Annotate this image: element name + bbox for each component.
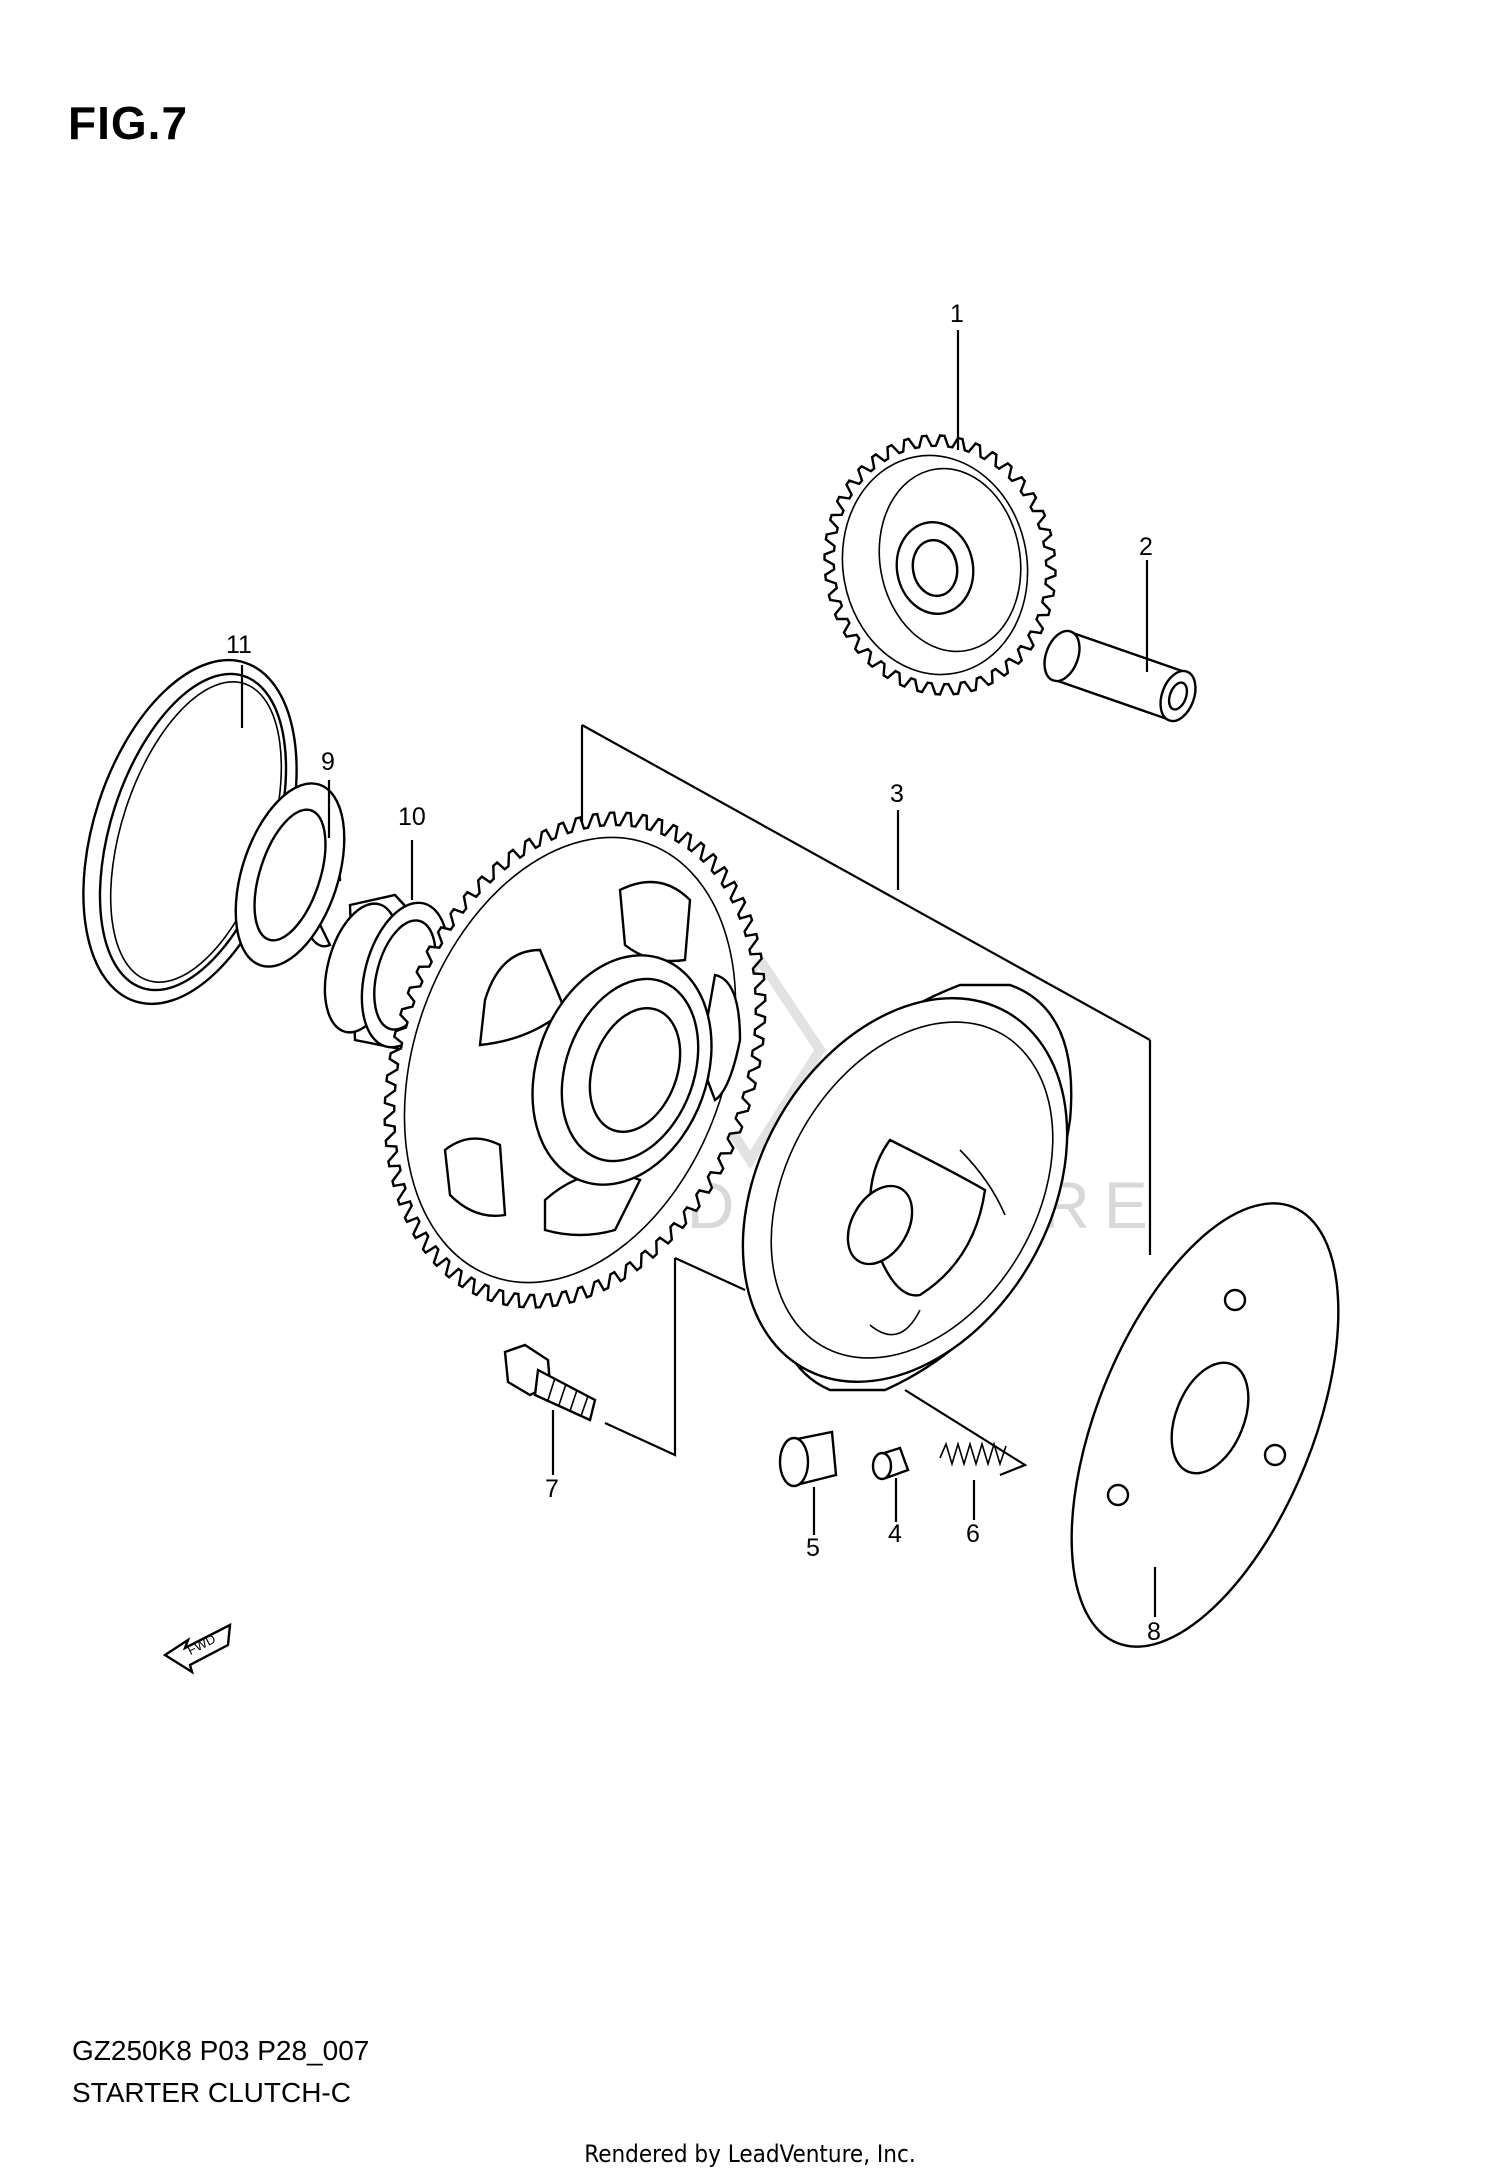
- callout-10: 10: [398, 803, 426, 831]
- callout-8: 8: [1147, 1618, 1161, 1646]
- leader-line-4-6-bracket: [904, 1389, 1028, 1477]
- part-3-clutch-housing: [741, 983, 1073, 1392]
- part-1-idler-gear: [823, 434, 1057, 696]
- leader-line-7-bracket: [604, 1258, 677, 1457]
- figure-title: FIG.7: [68, 97, 189, 149]
- render-credit: Rendered by LeadVenture, Inc.: [584, 2140, 916, 2168]
- fwd-arrow-icon: FWD: [162, 1622, 232, 1675]
- callout-7: 7: [545, 1475, 559, 1503]
- leader-line-7-bracket-top: [674, 1256, 746, 1292]
- part-2-shaft: [1043, 629, 1197, 723]
- figure-subtitle: STARTER CLUTCH-C: [72, 2077, 351, 2108]
- callout-5: 5: [806, 1534, 820, 1562]
- callout-3: 3: [890, 780, 904, 808]
- callout-2: 2: [1139, 533, 1153, 561]
- part-10-needle-bearing: [323, 893, 457, 1052]
- part-8-plate: [1070, 1202, 1340, 1648]
- part-5-roller: [778, 1430, 838, 1488]
- callout-11: 11: [226, 631, 252, 659]
- figure-code: GZ250K8 P03 P28_007: [72, 2035, 370, 2066]
- part-9-washer: [234, 782, 346, 968]
- callout-4: 4: [888, 1520, 902, 1548]
- part-3-assembly-bracket: [580, 724, 1152, 1255]
- part-3-driven-gear: [383, 811, 767, 1309]
- callout-6: 6: [966, 1520, 980, 1548]
- part-4-plunger: [871, 1446, 910, 1481]
- callout-1: 1: [950, 300, 964, 328]
- callout-9: 9: [321, 748, 335, 776]
- part-7-bolt: [503, 1343, 597, 1422]
